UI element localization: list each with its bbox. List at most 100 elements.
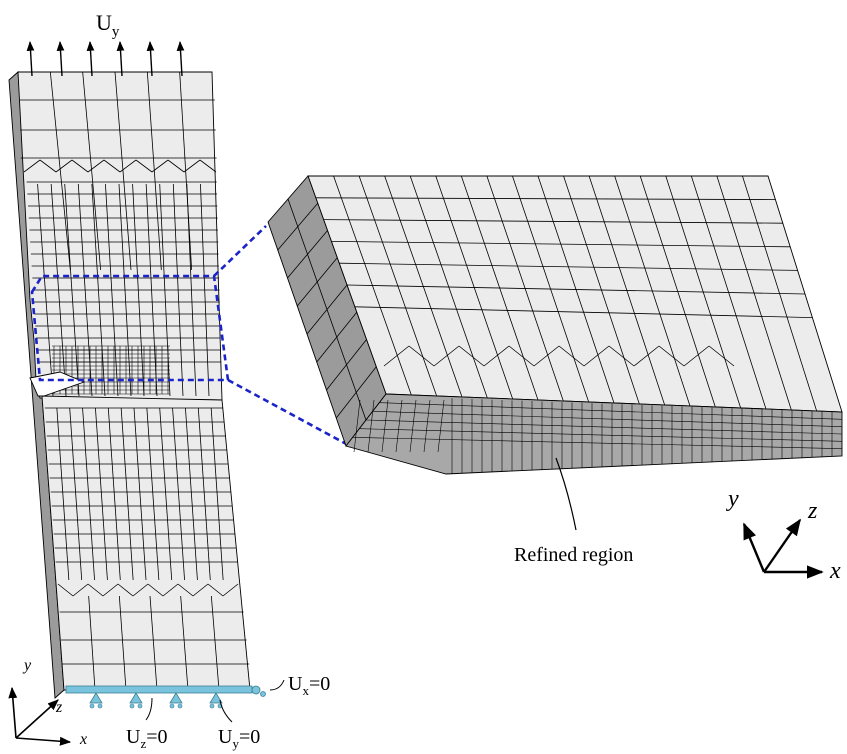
- mesh-line: [69, 407, 83, 581]
- mesh-line: [57, 583, 74, 597]
- mesh-line: [186, 183, 197, 397]
- mesh-line: [197, 407, 211, 581]
- mesh-line: [381, 399, 389, 453]
- load-arrow-icon: [116, 41, 125, 77]
- mesh-line: [72, 583, 89, 597]
- mesh-line: [365, 419, 843, 435]
- mesh-line: [133, 407, 147, 581]
- zoom-line-top: [213, 225, 267, 277]
- mesh-line: [222, 583, 239, 597]
- mesh-line: [102, 583, 119, 597]
- mesh-line: [114, 71, 132, 271]
- mesh-line: [120, 407, 134, 581]
- mesh-line: [423, 399, 431, 453]
- mesh-line: [87, 583, 104, 597]
- mesh-line: [135, 159, 153, 173]
- zoom-indicator: [30, 225, 351, 448]
- mesh-line: [210, 595, 220, 691]
- mesh-line: [177, 583, 194, 597]
- bc-uy-label: Uy=0: [218, 726, 260, 751]
- mesh-line: [633, 345, 660, 367]
- mesh-line: [103, 159, 121, 173]
- mesh-line: [658, 345, 685, 367]
- mesh-line: [185, 407, 198, 581]
- uy-leader-line: [219, 699, 233, 723]
- mesh-line: [162, 583, 179, 597]
- mesh-line: [683, 345, 710, 367]
- mesh-line: [315, 197, 776, 201]
- mesh-line: [323, 219, 783, 224]
- axis-right-x: x: [829, 558, 841, 584]
- mesh-line: [118, 183, 132, 397]
- mesh-line: [107, 407, 121, 581]
- boundary-conditions: Ux=0 Uz=0 Uy=0: [65, 673, 330, 751]
- mesh-line: [95, 407, 108, 581]
- mesh-line: [346, 284, 806, 295]
- mesh-line: [50, 183, 67, 397]
- boundary-strip: [65, 685, 253, 694]
- pin-support-icon: [129, 692, 143, 709]
- mesh-line: [354, 306, 813, 318]
- bc-uz-label: Uz=0: [126, 726, 168, 751]
- mesh-line: [119, 159, 137, 173]
- specimen-mesh: [19, 71, 250, 691]
- mesh-line: [146, 407, 160, 581]
- mesh-line: [359, 428, 843, 442]
- mesh-line: [172, 183, 184, 397]
- mesh-line: [183, 159, 201, 173]
- zoomed-block: Refined region: [267, 175, 843, 566]
- mesh-line: [118, 595, 127, 691]
- mesh-line: [708, 345, 735, 367]
- mesh-line: [172, 407, 185, 581]
- zoom-mesh: [277, 175, 843, 474]
- mesh-line: [49, 71, 71, 271]
- mesh-line: [159, 407, 173, 581]
- mesh-line: [483, 345, 510, 367]
- mesh-line: [458, 345, 485, 367]
- mesh-line: [88, 595, 96, 691]
- mesh-line: [132, 583, 149, 597]
- load-arrow-icon: [26, 41, 35, 77]
- roller-icon: [251, 685, 266, 697]
- mesh-line: [82, 407, 95, 581]
- mesh-line: [149, 595, 158, 691]
- mesh-line: [210, 407, 224, 581]
- mesh-line: [117, 583, 134, 597]
- mesh-line: [71, 159, 89, 173]
- mesh-line: [207, 583, 224, 597]
- mesh-line: [167, 159, 185, 173]
- axis-right-z: z: [807, 498, 818, 524]
- mesh-line: [39, 159, 57, 173]
- mesh-line: [56, 407, 70, 581]
- mesh-line: [372, 411, 843, 427]
- mesh-line: [199, 159, 217, 173]
- mesh-line: [395, 399, 403, 453]
- mesh-line: [200, 183, 210, 397]
- pin-support-icon: [89, 692, 103, 709]
- mesh-line: [82, 71, 102, 271]
- mesh-line: [353, 399, 361, 453]
- axis-left-x: x: [79, 731, 87, 748]
- mesh-line: [145, 183, 158, 397]
- mesh-line: [409, 399, 417, 453]
- refined-leader-line: [555, 457, 577, 531]
- load-arrows: [26, 41, 185, 77]
- mesh-line: [367, 399, 375, 453]
- mesh-line: [132, 183, 145, 397]
- axis-left-z: z: [55, 699, 63, 716]
- refined-region-label: Refined region: [514, 544, 633, 566]
- mesh-line: [23, 159, 41, 173]
- mesh-line: [192, 583, 209, 597]
- mesh-line: [180, 595, 189, 691]
- mesh-line: [339, 262, 798, 271]
- mesh-line: [533, 345, 560, 367]
- zoom-line-bottom: [227, 378, 351, 448]
- specimen-model: [8, 71, 251, 699]
- mesh-line: [91, 183, 106, 397]
- mesh-line: [105, 183, 119, 397]
- mesh-line: [437, 399, 445, 453]
- mesh-line: [558, 345, 585, 367]
- load-arrow-icon: [176, 41, 185, 77]
- mesh-line: [87, 159, 105, 173]
- load-arrow-icon: [86, 41, 95, 77]
